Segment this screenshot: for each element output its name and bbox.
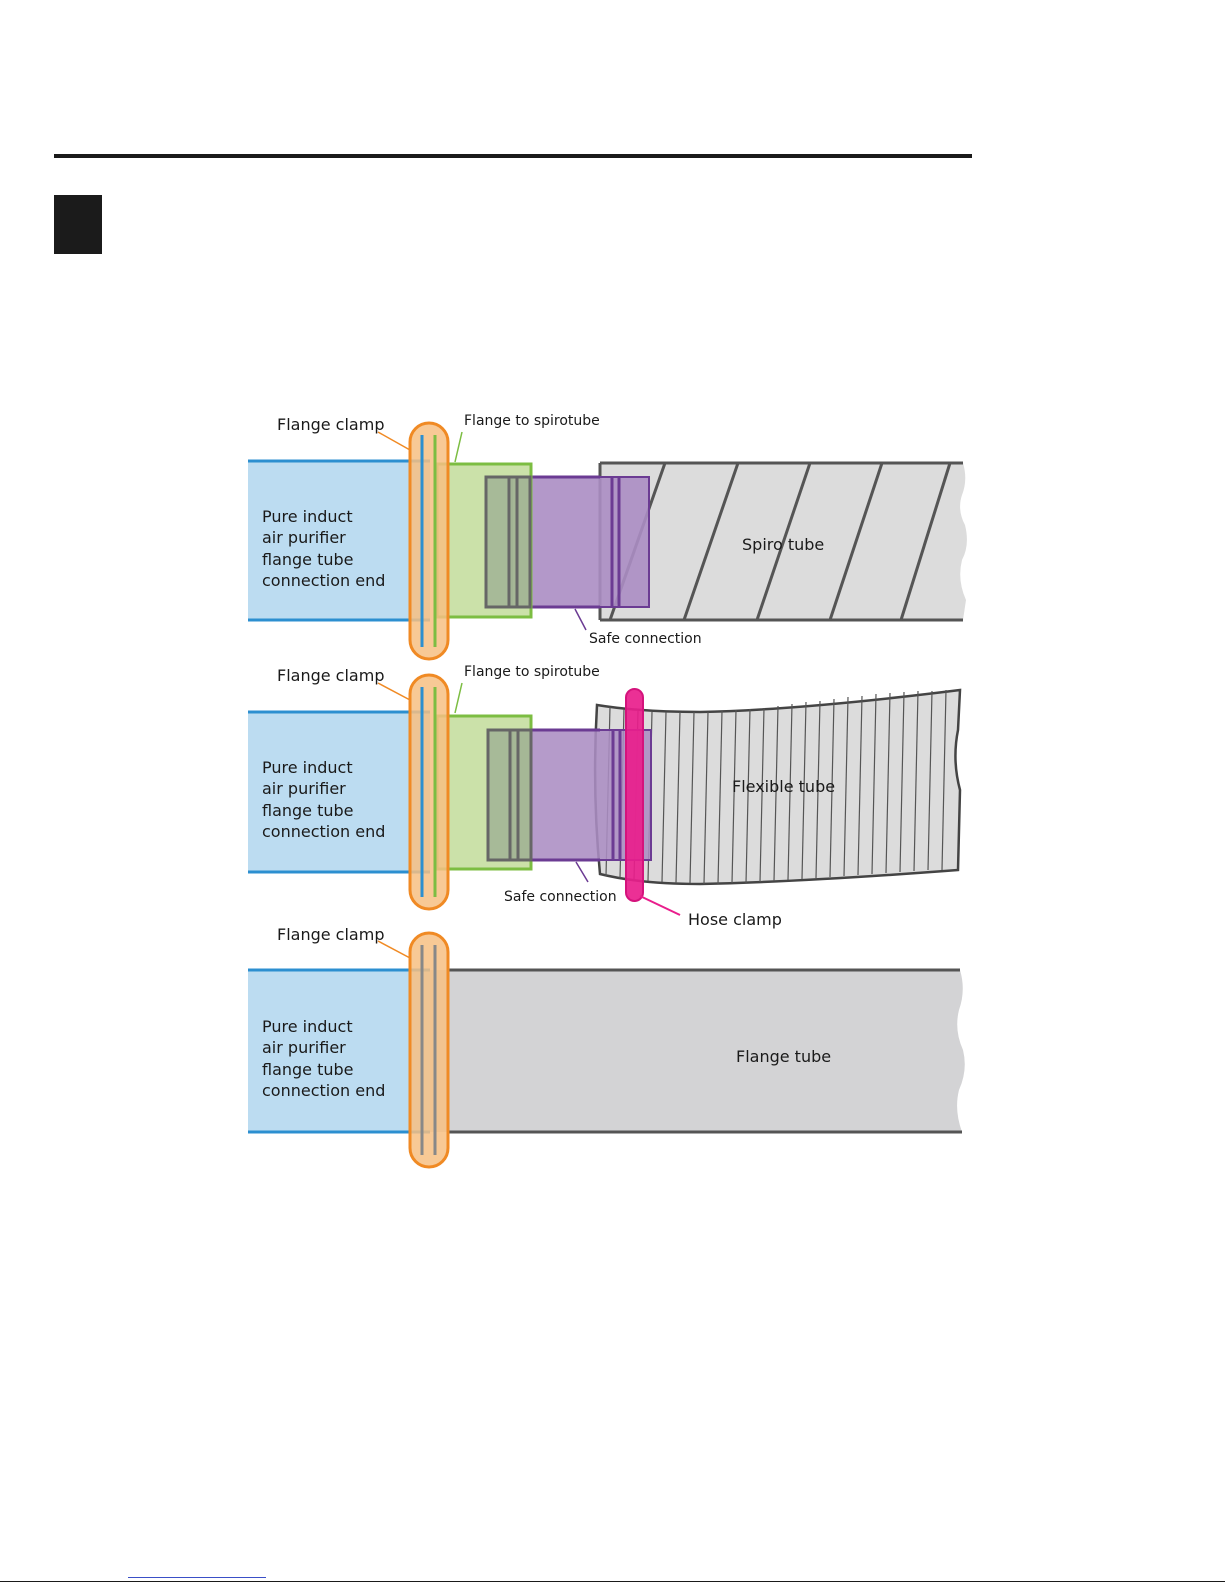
purifier-label: Pure induct [262,507,353,526]
purifier-flange-tube [248,712,430,872]
purifier-label: air purifier [262,779,346,798]
flange-clamp [408,421,450,661]
row-spiro-tube: Flange clamp Flange to spirotube Safe co… [248,413,967,661]
purifier-flange-tube [248,970,430,1132]
hose-clamp [625,688,644,902]
purifier-label: flange tube [262,1060,354,1079]
tube-label: Spiro tube [742,535,824,554]
safe-connection-label: Safe connection [504,889,617,905]
footer-rule [0,1581,1225,1582]
safe-connection-label: Safe connection [589,631,702,647]
adapter-label: Flange to spirotube [464,413,600,429]
hose-clamp-label: Hose clamp [688,910,782,929]
purifier-flange-tube [248,461,430,620]
flange-clamp-label: Flange clamp [277,925,384,944]
header-rule [54,154,972,158]
flange-clamp [408,931,450,1169]
flange-clamp-label: Flange clamp [277,415,384,434]
purifier-label: flange tube [262,801,354,820]
section-marker [54,195,102,254]
flange-clamp [408,673,450,911]
footer-link-underline[interactable] [128,1577,266,1578]
purifier-label: air purifier [262,528,346,547]
purifier-label: Pure induct [262,758,353,777]
flexible-tube [593,688,962,886]
row-flexible-tube: Flange clamp Flange to spirotube Safe co… [248,664,962,929]
flange-clamp-label: Flange clamp [277,666,384,685]
safe-connection [511,476,650,608]
purifier-label: connection end [262,571,385,590]
purifier-label: connection end [262,1081,385,1100]
tube-label: Flexible tube [732,777,835,796]
flange-tube [430,970,965,1132]
purifier-label: connection end [262,822,385,841]
purifier-label: air purifier [262,1038,346,1057]
adapter-label: Flange to spirotube [464,664,600,680]
row-flange-tube: Flange clamp Flange tube Pure induct air… [248,925,965,1169]
tube-label: Flange tube [736,1047,831,1066]
purifier-label: Pure induct [262,1017,353,1036]
purifier-label: flange tube [262,550,354,569]
